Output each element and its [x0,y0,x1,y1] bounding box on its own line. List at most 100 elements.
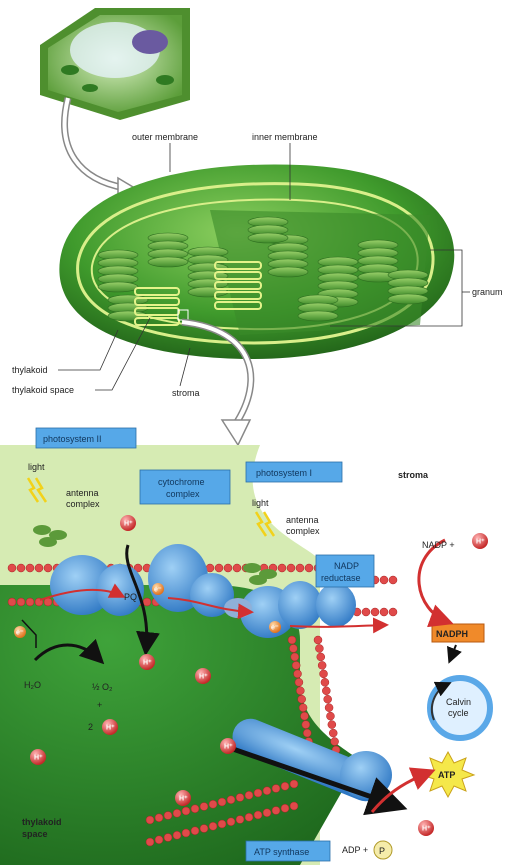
lipid-head [209,822,217,830]
atp-synthase-label: ATP synthase [254,847,309,857]
lipid-head [236,794,244,802]
pq-label: PQ [124,592,137,602]
granum-disk [268,267,308,277]
lipid-head [322,687,330,695]
lipid-head [200,825,208,833]
lipid-head [303,729,311,737]
lipid-head [17,598,25,606]
svg-text:H⁺: H⁺ [179,796,188,803]
svg-text:e⁻: e⁻ [16,630,24,637]
svg-text:H⁺: H⁺ [224,744,233,751]
cytochrome-label-line2: complex [166,489,200,499]
lipid-head [227,818,235,826]
lipid-head [315,644,323,652]
plus-label: + [97,700,102,710]
antenna-label-1b: complex [66,499,100,509]
lipid-head [173,831,181,839]
hydrogen-ion: H⁺ [220,738,236,754]
lipid-head [182,829,190,837]
lipid-head [317,653,325,661]
lipid-head [236,816,244,824]
outer-membrane-label: outer membrane [132,132,198,142]
lipid-head [233,564,241,572]
lipid-head [305,564,313,572]
calvin-label-line1: Calvin [446,697,471,707]
light-label-1: light [28,462,45,472]
stroma-lower-label: stroma [398,470,429,480]
lipid-head [289,644,297,652]
p-label: P [379,846,385,856]
lipid-head [389,608,397,616]
lipid-head [263,787,271,795]
h2o-label: H₂O [24,680,41,690]
granum-disk [298,311,338,321]
svg-text:H⁺: H⁺ [143,660,152,667]
svg-text:H⁺: H⁺ [34,755,43,762]
granum-disk [98,282,138,292]
lipid-head [35,564,43,572]
lipid-head [371,608,379,616]
lipid-head [143,598,151,606]
svg-text:H⁺: H⁺ [422,826,431,833]
hydrogen-ion: H⁺ [195,668,211,684]
antenna-label-2b: complex [286,526,320,536]
lipid-head [296,564,304,572]
electron-ion: e⁻ [14,626,26,638]
lipid-head [380,608,388,616]
half-o2-label: ½ O₂ [92,682,113,692]
svg-text:H⁺: H⁺ [199,674,208,681]
lipid-head [294,670,302,678]
lipid-head [182,807,190,815]
svg-text:e⁻: e⁻ [271,625,279,632]
granum-disk [248,233,288,243]
photosystem-i-label: photosystem I [256,468,312,478]
hydrogen-ion: H⁺ [139,654,155,670]
nadp-reductase-label-line2: reductase [321,573,361,583]
nadph-label: NADPH [436,629,468,639]
granum-disk [388,294,428,304]
lipid-head [314,636,322,644]
electron-ion: e⁻ [152,583,164,595]
lipid-head [191,805,199,813]
lipid-head [292,661,300,669]
plant-cell-illustration [40,8,190,120]
lipid-head [254,811,262,819]
lipid-head [245,813,253,821]
lipid-head [200,803,208,811]
lipid-head [272,785,280,793]
lipid-head [389,576,397,584]
lipid-head [164,812,172,820]
lipid-head [295,678,303,686]
lipid-head [281,782,289,790]
lipid-head [191,827,199,835]
lipid-head [362,608,370,616]
lipid-head [254,789,262,797]
lipid-head [224,564,232,572]
cytochrome-label-line1: cytochrome [158,477,205,487]
lipid-head [287,564,295,572]
lipid-head [209,800,217,808]
lipid-head [278,564,286,572]
inner-membrane-label: inner membrane [252,132,318,142]
calvin-label-line2: cycle [448,708,469,718]
lipid-head [17,564,25,572]
hydrogen-ion: H⁺ [30,749,46,765]
lipid-head [320,670,328,678]
hydrogen-ion: H⁺ [175,790,191,806]
lipid-head [44,564,52,572]
light-label-2: light [252,498,269,508]
lipid-head [218,798,226,806]
lipid-head [296,687,304,695]
lipid-head [155,836,163,844]
lipid-head [329,729,337,737]
lipid-head [215,564,223,572]
thylakoid-space-lower-line2: space [22,829,48,839]
lipid-head [318,661,326,669]
antenna-label-1a: antenna [66,488,99,498]
lipid-head [380,576,388,584]
adp-plus-label: ADP + [342,845,368,855]
nadp-reductase-label-line1: NADP [334,561,359,571]
lipid-head [263,809,271,817]
lipid-head [328,721,336,729]
lipid-head [291,653,299,661]
